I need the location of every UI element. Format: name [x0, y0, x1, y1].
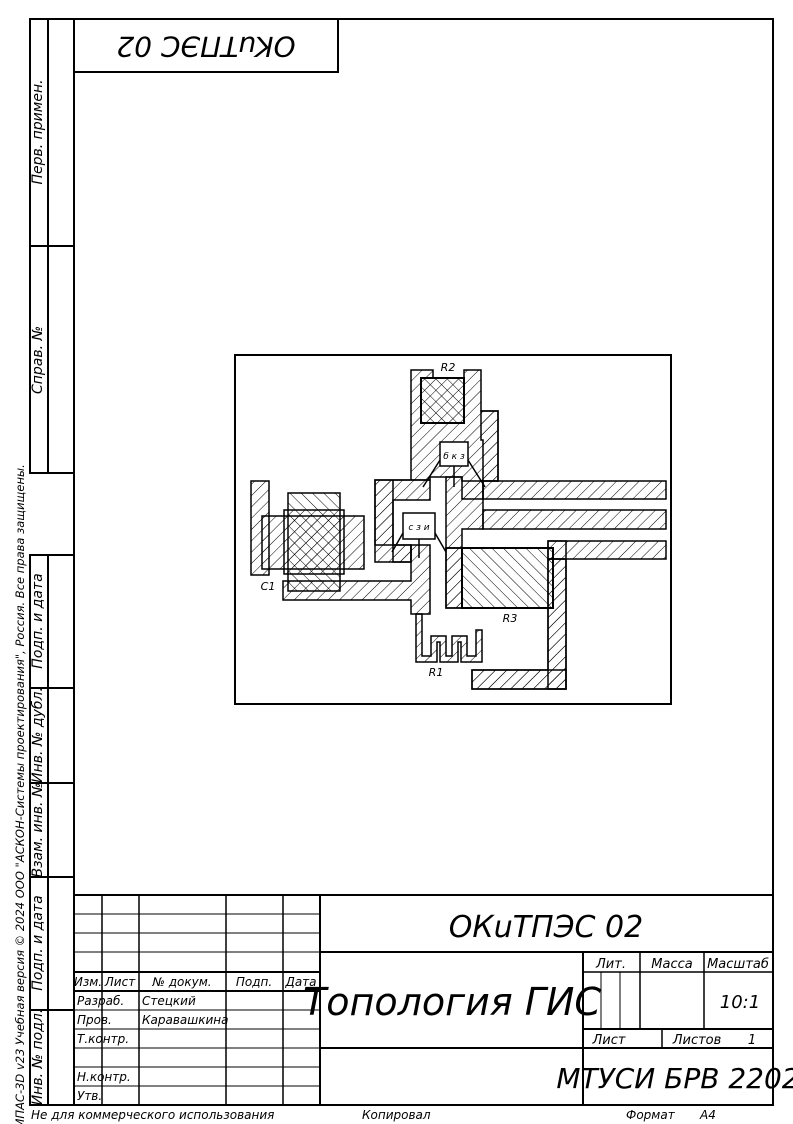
- transistor-leads: [391, 459, 486, 558]
- label-bkz: б к з: [443, 452, 465, 462]
- resistor-r3: [461, 547, 554, 609]
- label-vzam-inv: Взам. инв. №: [30, 782, 46, 877]
- header-masshtab: Масштаб: [707, 957, 769, 972]
- footer-format-value: А4: [699, 1108, 716, 1122]
- row-razrab: Разраб.: [77, 994, 124, 1008]
- header-podp: Подп.: [236, 975, 272, 989]
- row-nkontr: Н.контр.: [77, 1070, 131, 1084]
- row-razrab-name: Стецкий: [142, 994, 196, 1008]
- label-r3: R3: [503, 612, 518, 625]
- header-list: Лист: [104, 975, 136, 989]
- top-stamp: OKuТПЭС 02: [73, 18, 339, 73]
- side-copyright-note: КОМПАС-3D v23 Учебная версия © 2024 ООО …: [13, 464, 27, 1124]
- frame: [29, 18, 774, 1106]
- topology-drawing: [250, 369, 667, 690]
- label-perv-primen: Перв. примен.: [30, 79, 46, 184]
- scale-value: 10:1: [720, 992, 760, 1013]
- drawing-name: Топология ГИС: [303, 980, 601, 1024]
- top-stamp-text: OKuТПЭС 02: [116, 30, 295, 63]
- diagram-frame: [234, 354, 672, 705]
- label-podp-data-2: Подп. и дата: [30, 895, 46, 990]
- header-izm: Изм.: [74, 975, 102, 989]
- sheet-label: Лист: [592, 1033, 626, 1048]
- title-block: [74, 894, 773, 1105]
- conductor-bus: [282, 544, 431, 615]
- header-massa: Масса: [651, 957, 692, 972]
- label-r1: R1: [429, 666, 444, 679]
- resistor-r2: [420, 377, 465, 424]
- label-podp-data-1: Подп. и дата: [30, 573, 46, 668]
- footer-not-commercial: Не для коммерческого использования: [31, 1108, 274, 1122]
- organization: МТУСИ БРВ 2202: [556, 1062, 793, 1095]
- conductor-r3-left: [445, 547, 463, 609]
- row-prov: Пров.: [77, 1013, 112, 1027]
- footer: Не для коммерческого использования Копир…: [31, 1108, 716, 1122]
- row-prov-name: Каравашкина: [142, 1013, 229, 1027]
- conductor-strip-2: [482, 509, 667, 530]
- conductor-bottom: [471, 669, 567, 690]
- footer-format-label: Формат: [626, 1108, 676, 1122]
- sheets-count: 1: [748, 1033, 756, 1048]
- sheets-label: Листов: [672, 1033, 722, 1048]
- header-data: Дата: [284, 975, 316, 989]
- conductor-left-loop: [374, 479, 431, 563]
- label-r2: R2: [441, 361, 456, 374]
- label-czi: с з и: [408, 523, 429, 533]
- row-utv: Утв.: [77, 1089, 102, 1103]
- label-c1: C1: [261, 580, 276, 593]
- label-inv-podl: Инв. № подл.: [30, 1009, 46, 1106]
- conductor-middle: [445, 476, 484, 549]
- label-sprav-no: Справ. №: [30, 326, 46, 394]
- header-lit: Лит.: [595, 957, 626, 972]
- title-block-texts: ОКuТПЭС 02 Топология ГИС Изм. Лист № док…: [74, 910, 793, 1103]
- side-labels: Перв. примен. Справ. № Подп. и дата Инв.…: [13, 79, 46, 1124]
- diagram-labels: R2 R1 R3 C1 б к з с з и: [261, 361, 518, 679]
- row-tkontr: Т.контр.: [77, 1032, 129, 1046]
- resistor-r1: [415, 613, 483, 663]
- label-inv-dubl: Инв. № дубл.: [30, 687, 46, 783]
- conductor-strip-1: [482, 480, 667, 500]
- footer-copied: Копировал: [362, 1108, 431, 1122]
- header-docum: № докум.: [151, 975, 211, 989]
- conductor-right-vertical: [480, 410, 499, 482]
- designation: ОКuТПЭС 02: [449, 910, 643, 945]
- capacitor-c1-dielectric: [283, 509, 345, 575]
